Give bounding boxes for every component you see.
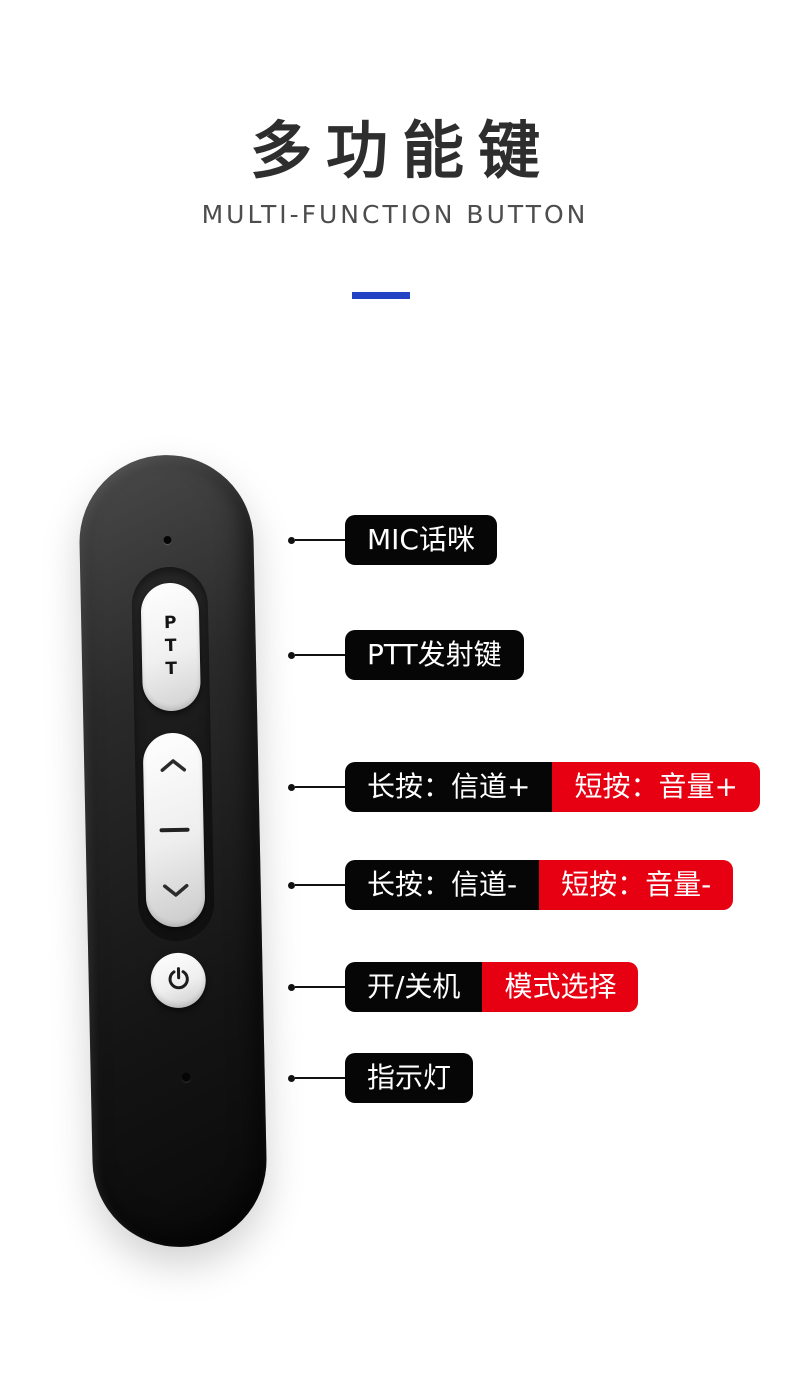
callout-connector — [288, 983, 345, 991]
rocker-center-bar — [159, 827, 190, 833]
callout-line — [295, 654, 345, 656]
callout-label-ptt: PTT发射键 — [345, 630, 524, 680]
callout-line — [295, 539, 345, 541]
callout-line — [295, 1077, 345, 1079]
indicator-led — [181, 1072, 191, 1082]
power-switch-label: 开/关机 — [345, 962, 483, 1012]
callout-connector — [288, 651, 345, 659]
callout-label-channel-down: 长按：信道- 短按：音量- — [345, 860, 734, 910]
remote-device: PTT — [77, 453, 269, 1249]
mode-select-label: 模式选择 — [482, 962, 639, 1012]
callout-dot — [288, 983, 295, 991]
callout-line — [295, 884, 345, 886]
blue-divider — [352, 292, 410, 299]
page-title: 多功能键 — [249, 114, 554, 187]
callout-line — [295, 786, 345, 788]
chevron-up-icon — [158, 757, 188, 778]
power-button — [150, 952, 207, 1009]
long-press-label: 长按：信道+ — [345, 762, 553, 812]
callout-dot — [288, 783, 295, 791]
callout-power: 开/关机 模式选择 — [288, 962, 639, 1012]
ptt-button-label: PTT — [160, 612, 182, 682]
callout-connector — [288, 1074, 345, 1082]
callout-dot — [288, 881, 295, 889]
callout-ptt: PTT发射键 — [288, 630, 524, 680]
channel-volume-rocker — [142, 732, 206, 928]
callout-connector — [288, 881, 345, 889]
callout-line — [295, 986, 345, 988]
callout-label-channel-up: 长按：信道+ 短按：音量+ — [345, 762, 760, 812]
callout-indicator: 指示灯 — [288, 1053, 474, 1103]
long-press-label: 长按：信道- — [345, 860, 540, 910]
ptt-button: PTT — [140, 582, 202, 712]
power-icon — [164, 964, 193, 997]
callout-channel-down: 长按：信道- 短按：音量- — [288, 860, 734, 910]
callout-channel-up: 长按：信道+ 短按：音量+ — [288, 762, 760, 812]
callout-mic: MIC话咪 — [288, 515, 497, 565]
callout-label-indicator: 指示灯 — [345, 1053, 474, 1103]
callout-label-power: 开/关机 模式选择 — [345, 962, 639, 1012]
callout-dot — [288, 536, 295, 544]
callout-dot — [288, 1074, 295, 1082]
chevron-down-icon — [160, 883, 190, 904]
callout-connector — [288, 783, 345, 791]
mic-hole — [163, 535, 172, 545]
short-press-label: 短按：音量- — [539, 860, 734, 910]
short-press-label: 短按：音量+ — [552, 762, 760, 812]
callout-dot — [288, 651, 295, 659]
callout-connector — [288, 536, 345, 544]
page-subtitle: MULTI-FUNCTION BUTTON — [201, 200, 589, 229]
callout-label-mic: MIC话咪 — [345, 515, 497, 565]
